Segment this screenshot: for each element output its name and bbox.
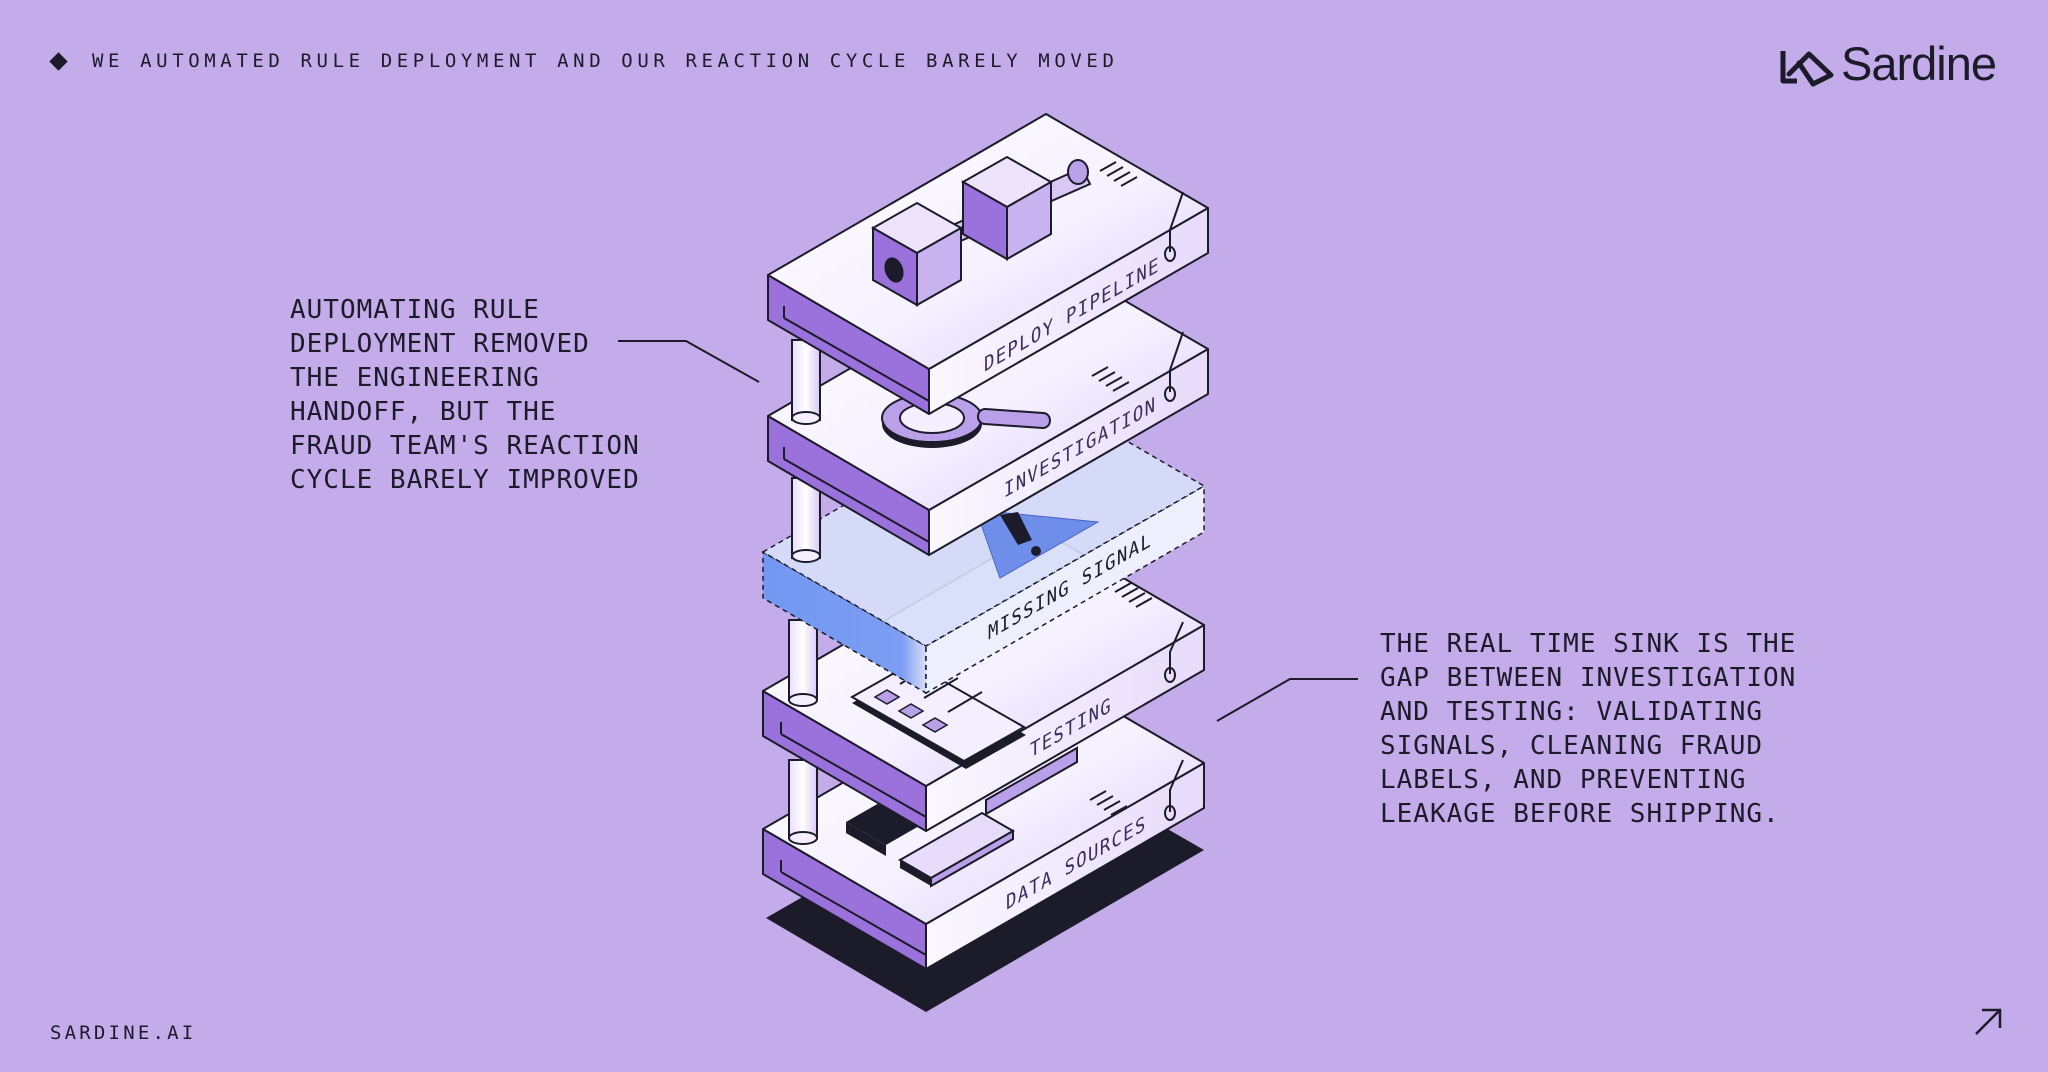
sardine-logo[interactable]: Sardine — [1779, 36, 1997, 91]
arrow-up-right-icon[interactable] — [1968, 1002, 2008, 1042]
sardine-logo-icon — [1780, 50, 1834, 86]
logo-text: Sardine — [1841, 37, 1997, 90]
checklist-card — [849, 661, 1027, 763]
deploy-tick-marks — [1099, 161, 1138, 187]
investigation-tick-marks — [1091, 366, 1130, 392]
checklist-boxes — [873, 689, 949, 733]
data-tick-marks — [1089, 790, 1128, 816]
warning-icon — [975, 509, 1100, 579]
layer-deploy-pipeline: DEPLOY PIPELINE — [767, 113, 1209, 415]
missing-slab-side — [925, 484, 1205, 695]
footer-link[interactable]: SARDINE.AI — [50, 1022, 197, 1044]
testing-tick-marks — [1114, 582, 1153, 608]
pipeline-cube-right — [960, 155, 1054, 261]
header: WE AUTOMATED RULE DEPLOYMENT AND OUR REA… — [49, 50, 1119, 72]
pillar-testing — [788, 619, 818, 701]
callout-left: AUTOMATING RULE DEPLOYMENT REMOVED THE E… — [290, 295, 640, 495]
pillar-data — [788, 759, 818, 839]
pillar-investigation — [791, 339, 821, 421]
callout-right: THE REAL TIME SINK IS THE GAP BETWEEN IN… — [1380, 629, 1797, 829]
pipeline-cube-left — [870, 201, 964, 307]
pillar-missing — [791, 477, 821, 559]
page-title: WE AUTOMATED RULE DEPLOYMENT AND OUR REA… — [92, 50, 1119, 72]
